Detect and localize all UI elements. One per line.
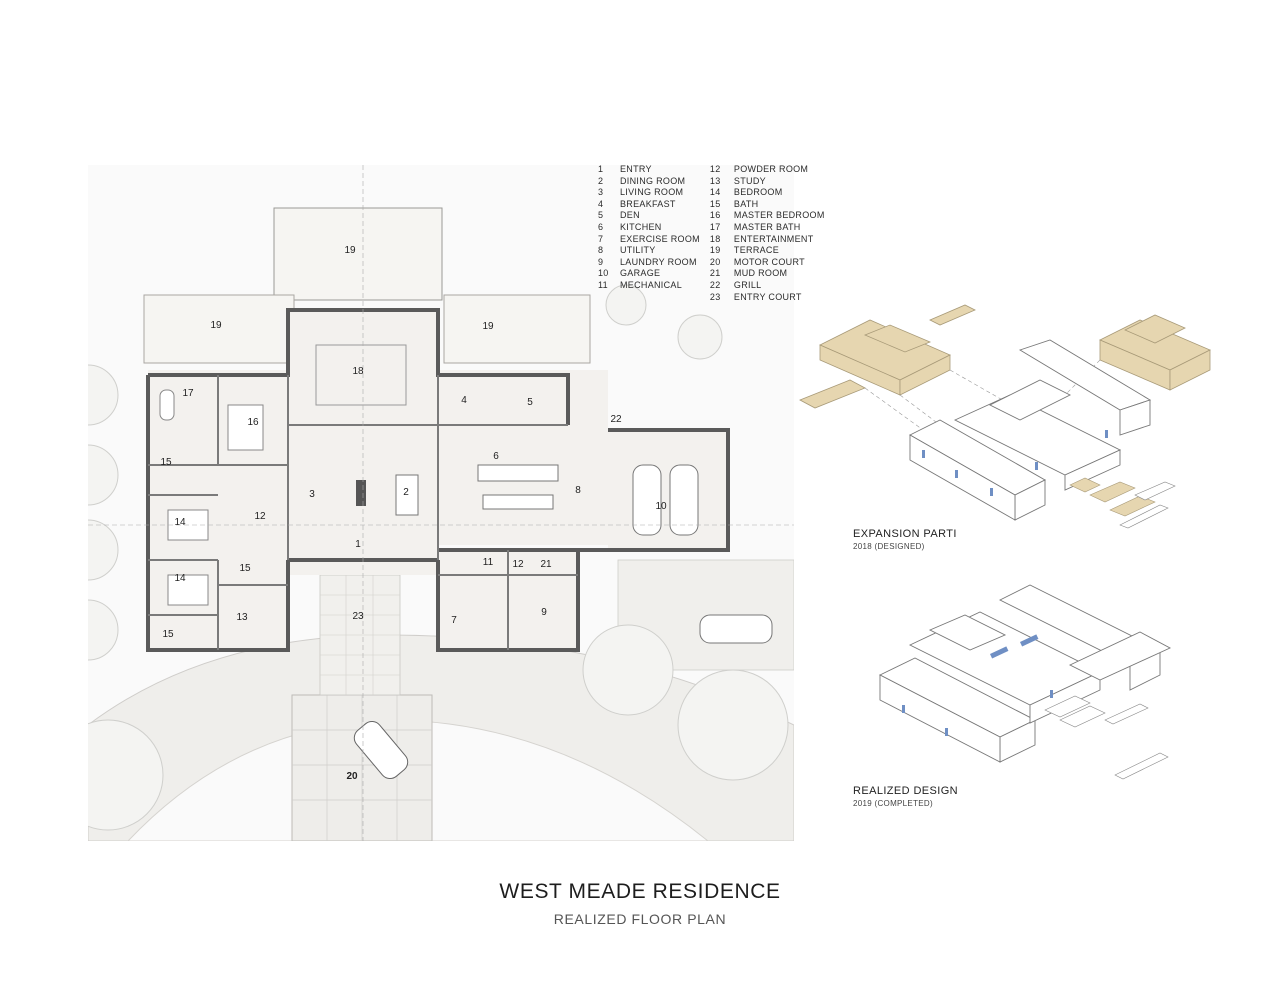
room-label-1: 1 — [355, 539, 361, 550]
expansion-parti-label: EXPANSION PARTI — [853, 528, 957, 540]
room-label-16: 16 — [247, 417, 259, 428]
room-label-9: 9 — [541, 607, 547, 618]
terrace-north — [273, 207, 443, 301]
room-label-18: 18 — [352, 366, 364, 377]
realized-design-axonometric — [850, 570, 1210, 785]
room-label-4: 4 — [461, 395, 467, 406]
terrace-east — [443, 294, 591, 364]
room-label-10: 10 — [655, 501, 667, 512]
room-label-12b: 12 — [512, 559, 524, 570]
room-label-23: 23 — [352, 611, 364, 622]
room-label-8: 8 — [575, 485, 581, 496]
room-label-2: 2 — [403, 487, 409, 498]
room-label-6: 6 — [493, 451, 499, 462]
expansion-parti-year: 2018 (DESIGNED) — [853, 542, 925, 551]
room-label-15a: 15 — [160, 457, 172, 468]
room-label-3: 3 — [309, 489, 315, 500]
floor-plan: 1 2 3 4 5 6 7 8 9 10 11 12 12 13 14 14 1… — [88, 165, 794, 841]
room-label-19c: 19 — [482, 321, 494, 332]
realized-design-year: 2019 (COMPLETED) — [853, 799, 933, 808]
room-label-13: 13 — [236, 612, 248, 623]
room-label-21: 21 — [540, 559, 552, 570]
terrace-west — [143, 294, 295, 364]
expansion-parti-axonometric — [790, 300, 1240, 530]
room-label-11: 11 — [483, 557, 494, 568]
page-subtitle: REALIZED FLOOR PLAN — [553, 911, 727, 927]
page-title: WEST MEADE RESIDENCE — [499, 880, 781, 903]
room-label-19a: 19 — [344, 245, 356, 256]
room-label-15b: 15 — [239, 563, 251, 574]
room-label-14b: 14 — [174, 573, 186, 584]
room-label-14a: 14 — [174, 517, 186, 528]
room-label-22: 22 — [610, 414, 622, 425]
room-label-12a: 12 — [254, 511, 266, 522]
room-label-5: 5 — [527, 397, 533, 408]
room-label-7: 7 — [451, 615, 457, 626]
room-label-15c: 15 — [162, 629, 174, 640]
room-label-19b: 19 — [210, 320, 222, 331]
room-label-20: 20 — [346, 771, 358, 782]
realized-design-label: REALIZED DESIGN — [853, 785, 959, 797]
room-label-17: 17 — [182, 388, 194, 399]
